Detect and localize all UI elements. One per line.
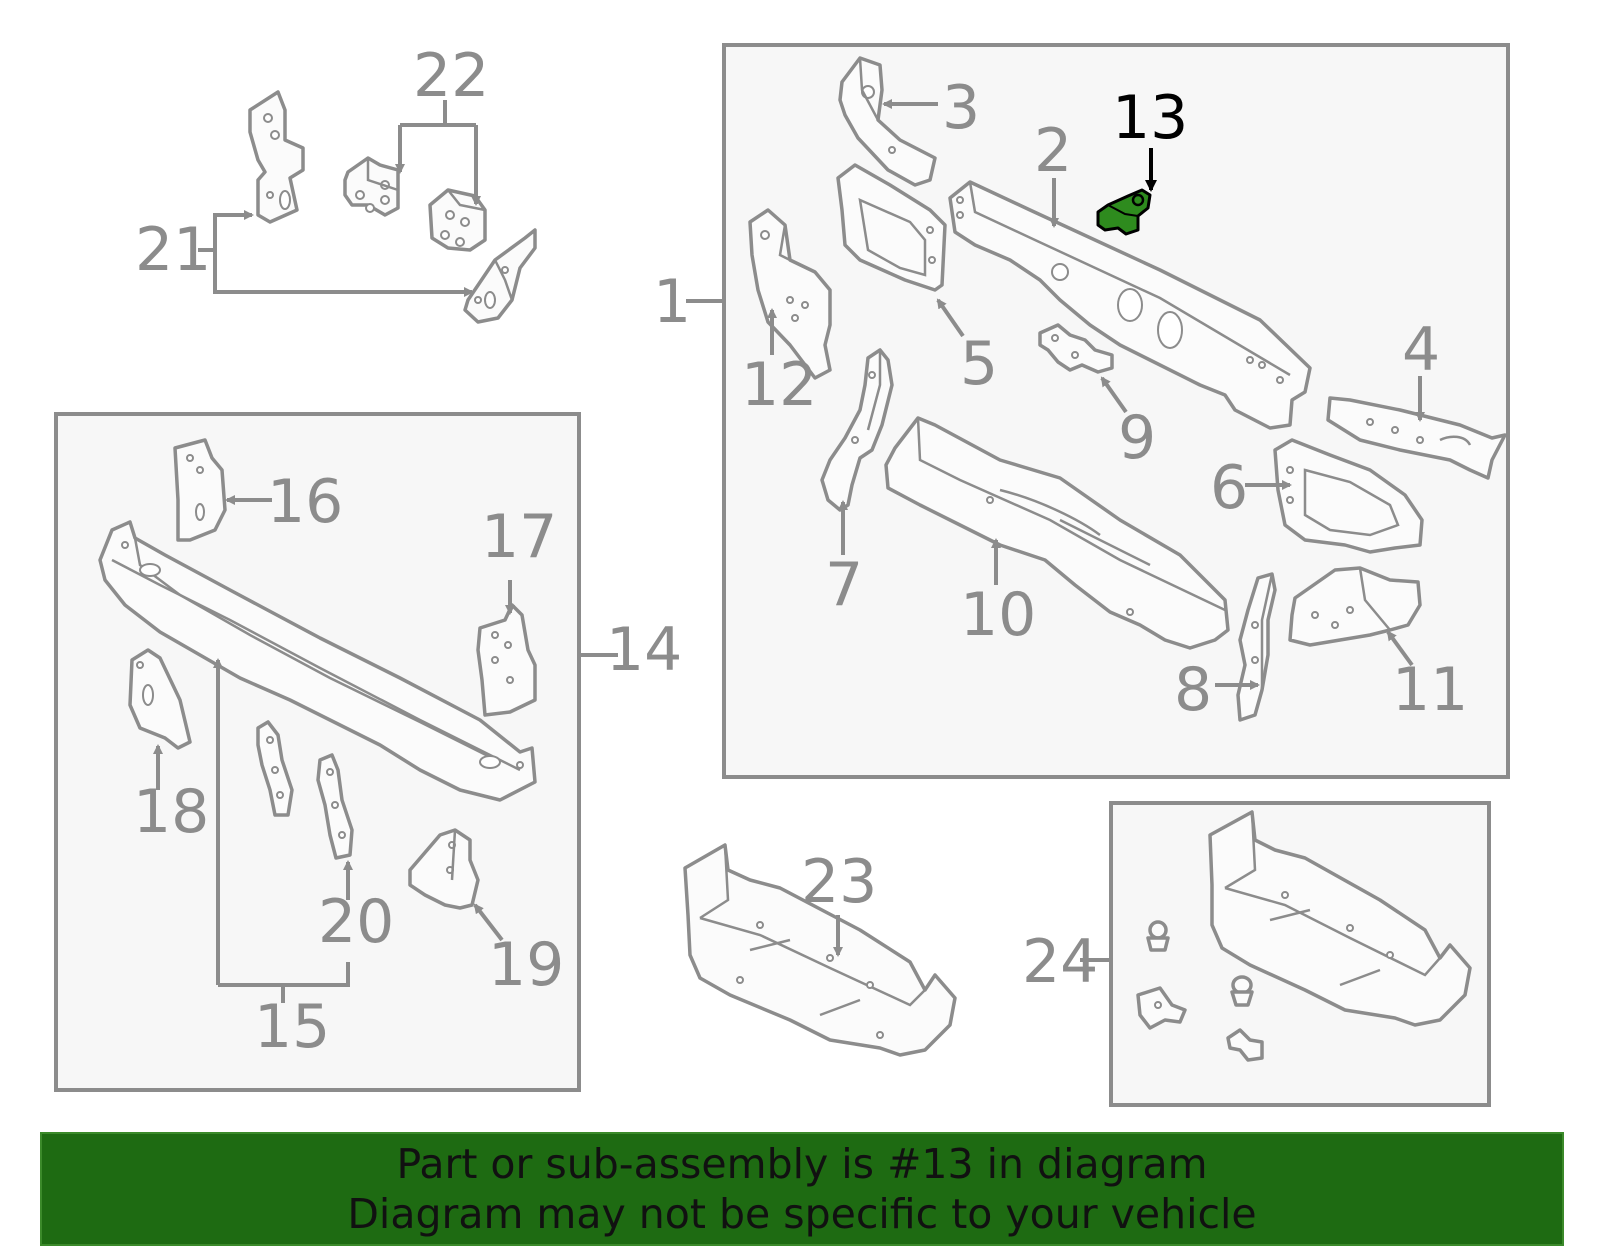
callout-9: 9 <box>1118 403 1156 473</box>
callout-17: 17 <box>481 502 557 572</box>
part-13-bracket-highlighted[interactable] <box>1096 188 1152 236</box>
part-20-bracket-right[interactable] <box>316 753 354 860</box>
part-17-bracket[interactable] <box>476 603 537 717</box>
part-19-bracket[interactable] <box>408 828 480 910</box>
callout-15: 15 <box>254 992 330 1062</box>
part-21-bracket-upper[interactable] <box>248 90 305 224</box>
part-4-bracket[interactable] <box>1326 396 1507 480</box>
banner-line-disclaimer: Diagram may not be specific to your vehi… <box>347 1190 1257 1238</box>
callout-12: 12 <box>741 350 817 420</box>
callout-18: 18 <box>133 777 209 847</box>
part-15-cross-member[interactable] <box>98 520 537 802</box>
callout-19: 19 <box>488 930 564 1000</box>
notice-banner: Part or sub-assembly is #13 in diagram D… <box>40 1132 1564 1246</box>
part-24-under-cover[interactable] <box>1208 810 1472 1027</box>
callout-21: 21 <box>135 215 211 285</box>
part-11-bracket[interactable] <box>1288 566 1422 647</box>
callout-22: 22 <box>413 41 489 111</box>
leader-lines <box>153 99 1425 1003</box>
callout-10: 10 <box>960 580 1036 650</box>
callout-7: 7 <box>825 550 863 620</box>
part-23-under-cover[interactable] <box>683 843 957 1057</box>
part-9-bracket[interactable] <box>1038 323 1114 374</box>
callout-16: 16 <box>267 467 343 537</box>
part-10-lower-member[interactable] <box>884 416 1230 650</box>
part-16-bracket[interactable] <box>173 438 227 542</box>
banner-line-part-number: Part or sub-assembly is #13 in diagram <box>396 1140 1208 1188</box>
callout-11: 11 <box>1392 655 1468 725</box>
part-24-bracket-right[interactable] <box>1226 1028 1264 1062</box>
callout-2: 2 <box>1034 116 1072 186</box>
part-2-upper-member[interactable] <box>948 180 1312 430</box>
callout-23: 23 <box>801 847 877 917</box>
callout-8: 8 <box>1174 655 1212 725</box>
part-7-bracket[interactable] <box>820 348 894 512</box>
part-3-bracket[interactable] <box>838 56 937 187</box>
part-21-bracket-lower[interactable] <box>463 228 537 324</box>
part-24-bracket-left[interactable] <box>1136 986 1187 1030</box>
callout-6: 6 <box>1210 453 1248 523</box>
part-24-clip-top[interactable] <box>1146 920 1170 952</box>
callout-14: 14 <box>606 615 682 685</box>
part-24-clip-middle[interactable] <box>1230 975 1254 1007</box>
part-12-bracket[interactable] <box>748 208 832 380</box>
callout-20: 20 <box>318 887 394 957</box>
callout-5: 5 <box>960 329 998 399</box>
callout-4: 4 <box>1402 315 1440 385</box>
part-18-bracket[interactable] <box>128 648 192 750</box>
callout-labels: 1 2 3 4 5 6 7 8 9 10 11 12 13 14 15 16 1… <box>133 41 1468 1062</box>
callout-3: 3 <box>942 73 980 143</box>
part-5-panel[interactable] <box>836 163 947 292</box>
part-22-clip-left[interactable] <box>343 156 400 217</box>
part-6-panel[interactable] <box>1273 438 1424 554</box>
callout-24: 24 <box>1022 927 1098 997</box>
part-20-bracket-left[interactable] <box>256 720 294 817</box>
callout-13: 13 <box>1112 83 1188 153</box>
callout-1: 1 <box>653 267 691 337</box>
